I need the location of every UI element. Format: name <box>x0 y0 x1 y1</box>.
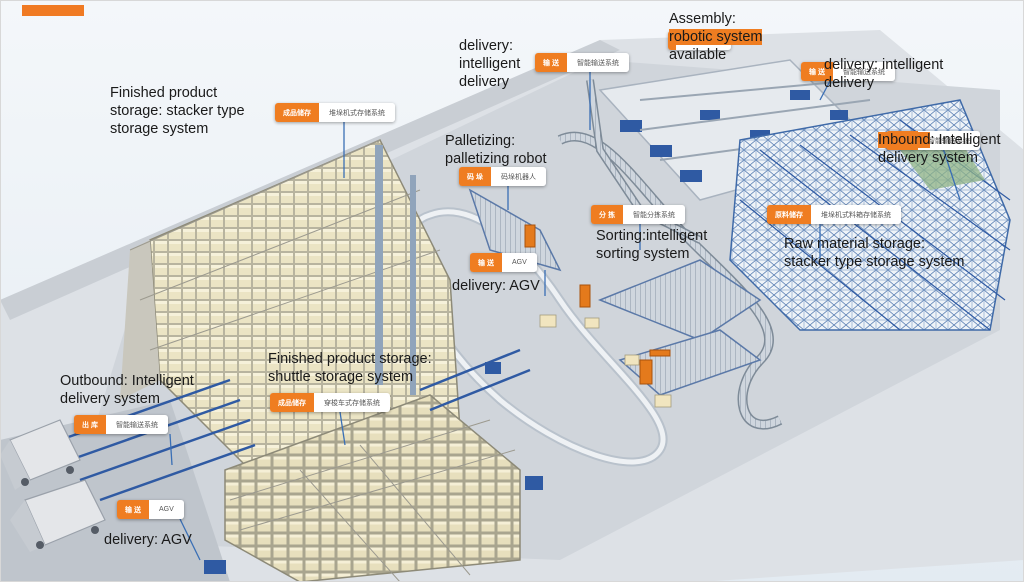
caption-line: palletizing robot <box>445 151 547 167</box>
tag-finished-stacker: 成品储存 堆垛机式存储系统 <box>275 103 395 122</box>
accent-bar <box>22 5 84 16</box>
caption-delivery-right: delivery: intelligent delivery <box>824 56 943 92</box>
tag-value: 堆垛机式存储系统 <box>319 103 395 122</box>
caption-line: Sorting:intelligent <box>596 228 708 244</box>
caption-shuttle: Finished product storage: shuttle storag… <box>268 350 432 386</box>
caption-line: available <box>669 47 727 63</box>
tag-value: AGV <box>501 253 537 272</box>
tag-value: 智能输送系统 <box>917 131 980 150</box>
tag-key: 原料储存 <box>767 205 811 224</box>
caption-highlight: robotic system <box>669 29 763 45</box>
caption-delivery-top: delivery: intelligent delivery <box>459 37 520 91</box>
caption-line: : Intelligent <box>930 132 1001 148</box>
caption-line: sorting system <box>596 246 690 262</box>
tag-key: 输 送 <box>117 500 149 519</box>
caption-line: Finished product storage: <box>268 351 432 367</box>
tag-value: 穿梭车式存储系统 <box>314 393 390 412</box>
caption-line: delivery system <box>878 150 978 166</box>
tag-key: 输 送 <box>470 253 502 272</box>
caption-line: delivery <box>459 74 509 90</box>
tag-agv-mid: 输 送 AGV <box>470 253 537 272</box>
caption-outbound: Outbound: Intelligent delivery system <box>60 372 194 408</box>
tag-value: 智能输送系统 <box>105 415 168 434</box>
tag-agv-left: 输 送 AGV <box>117 500 184 519</box>
caption-line: Assembly: <box>669 11 736 27</box>
tag-value: 智能输送系统 <box>566 53 629 72</box>
caption-line: delivery: <box>459 38 513 54</box>
caption-line: delivery: intelligent <box>824 57 944 73</box>
tag-key: 输 送 <box>801 62 833 81</box>
caption-line: storage system <box>110 121 209 137</box>
tag-value: 智能输送系统 <box>832 62 895 81</box>
tag-value: 堆垛机式料箱存储系统 <box>811 205 901 224</box>
caption-finished-stacker: Finished product storage: stacker type s… <box>110 84 245 138</box>
tag-outbound: 出 库 智能输送系统 <box>74 415 168 434</box>
caption-line: delivery: AGV <box>452 278 540 294</box>
tag-raw-material: 原料储存 堆垛机式料箱存储系统 <box>767 205 901 224</box>
tag-sorting: 分 拣 智能分拣系统 <box>591 205 685 224</box>
tag-value: AGV <box>148 500 184 519</box>
caption-line: delivery: AGV <box>104 532 192 548</box>
caption-line: delivery <box>824 75 874 91</box>
caption-line: intelligent <box>459 56 521 72</box>
caption-raw-material: Raw material storage: stacker type stora… <box>784 235 965 271</box>
caption-line: Palletizing: <box>445 133 516 149</box>
caption-palletizing: Palletizing: palletizing robot <box>445 132 547 168</box>
caption-line: storage: stacker type <box>110 103 245 119</box>
tag-key: 输 送 <box>535 53 567 72</box>
tag-key: 成品储存 <box>275 103 319 122</box>
caption-assembly: Assembly: robotic system available <box>669 10 763 64</box>
tag-value: 智能分拣系统 <box>622 205 685 224</box>
caption-line: delivery system <box>60 391 160 407</box>
tag-shuttle: 成品储存 穿梭车式存储系统 <box>270 393 390 412</box>
caption-line: Raw material storage: <box>784 236 926 252</box>
caption-highlight: Inbound <box>878 132 931 148</box>
tag-delivery-right: 输 送 智能输送系统 <box>801 62 895 81</box>
tag-palletizing: 码 垛 码垛机器人 <box>459 167 546 186</box>
tag-delivery-top: 输 送 智能输送系统 <box>535 53 629 72</box>
caption-line: Finished product <box>110 85 218 101</box>
caption-agv-mid: delivery: AGV <box>452 277 540 295</box>
caption-line: stacker type storage system <box>784 254 965 270</box>
tag-key: 出 库 <box>74 415 106 434</box>
caption-inbound: Inbound: Intelligent delivery system <box>878 131 1001 167</box>
caption-agv-left: delivery: AGV <box>104 531 192 549</box>
caption-sorting: Sorting:intelligent sorting system <box>596 227 707 263</box>
tag-key: 成品储存 <box>270 393 314 412</box>
tag-key: 分 拣 <box>591 205 623 224</box>
caption-line: shuttle storage system <box>268 369 414 385</box>
caption-line: Outbound: Intelligent <box>60 373 194 389</box>
tag-value: 码垛机器人 <box>490 167 546 186</box>
tag-key: 码 垛 <box>459 167 491 186</box>
